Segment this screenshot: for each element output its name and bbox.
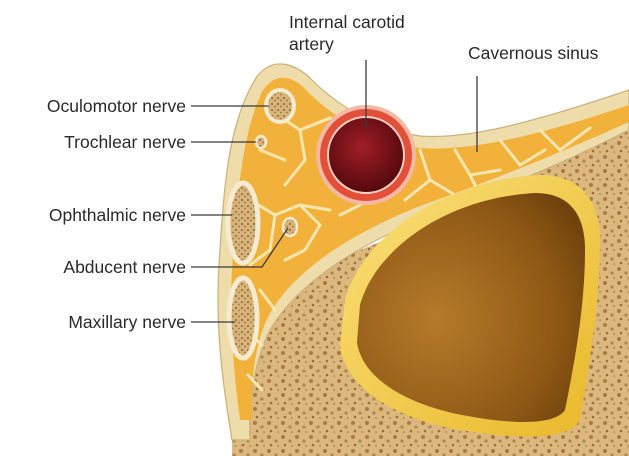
ophthalmic-nerve (228, 183, 258, 263)
label-internal-carotid-line2: artery (289, 34, 334, 54)
label-trochlear-nerve: Trochlear nerve (0, 132, 186, 152)
label-internal-carotid-line1: Internal carotid (289, 12, 405, 32)
maxillary-nerve (229, 278, 257, 358)
label-maxillary-nerve: Maxillary nerve (0, 312, 186, 332)
oculomotor-nerve (266, 90, 294, 122)
trochlear-nerve (256, 136, 266, 148)
label-ophthalmic-nerve: Ophthalmic nerve (0, 205, 186, 225)
label-abducent-nerve: Abducent nerve (0, 257, 186, 277)
label-oculomotor-nerve: Oculomotor nerve (0, 96, 186, 116)
label-cavernous-sinus: Cavernous sinus (468, 43, 598, 63)
internal-carotid-artery-lumen (328, 117, 404, 193)
